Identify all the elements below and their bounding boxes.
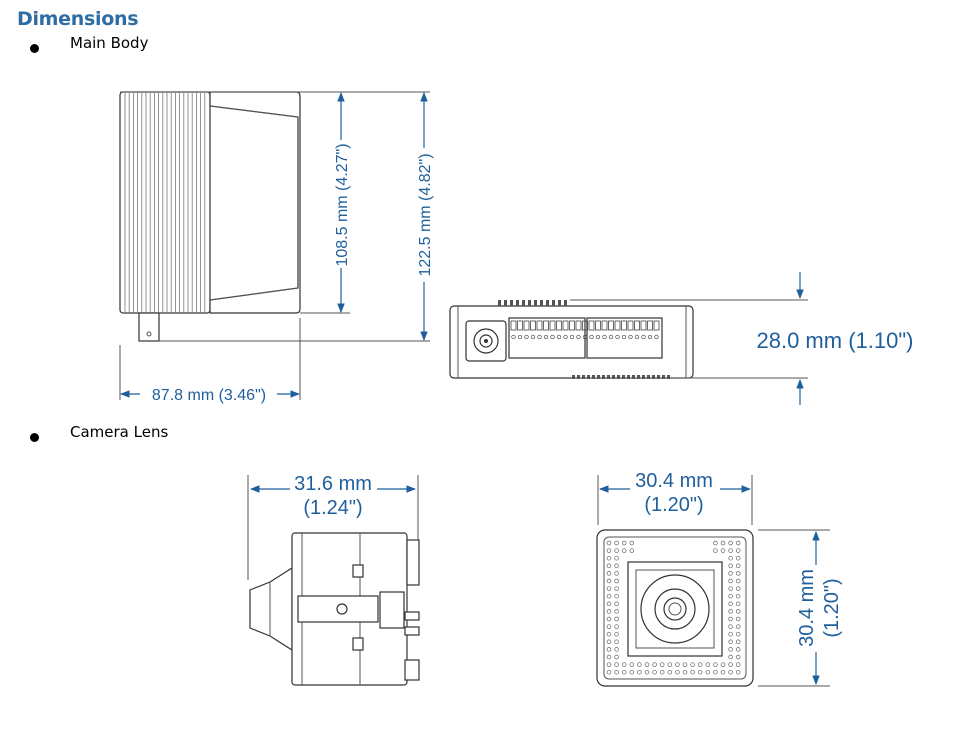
section-camera-lens: Camera Lens xyxy=(30,423,168,442)
section-label: Camera Lens xyxy=(70,423,169,441)
total-height-label: 122.5 mm (4.82") xyxy=(417,153,434,276)
page-title: Dimensions xyxy=(17,8,139,30)
front-width-line1: 30.4 mm xyxy=(635,470,713,492)
side-width-line2: (1.24") xyxy=(303,497,362,519)
bullet-icon xyxy=(30,433,39,442)
main-body-front-view: 28.0 mm (1.10") xyxy=(449,272,914,405)
lens-cone xyxy=(249,566,293,652)
width-label: 87.8 mm (3.46") xyxy=(152,387,266,404)
top-vents xyxy=(498,300,567,306)
front-height-line2: (1.20") xyxy=(821,578,843,637)
section-label: Main Body xyxy=(70,34,149,52)
lens-glass xyxy=(663,597,687,621)
side-connector xyxy=(406,539,420,586)
terminal-block-right xyxy=(586,317,663,359)
front-height-line1: 30.4 mm xyxy=(796,569,818,647)
main-body-side-view: 108.5 mm (4.27") 122.5 mm (4.82") 87.8 m… xyxy=(119,91,434,404)
depth-label: 28.0 mm (1.10") xyxy=(757,328,914,353)
inner-height-label: 108.5 mm (4.27") xyxy=(334,143,351,266)
camera-lens-side-view: 31.6 mm (1.24") xyxy=(247,473,420,686)
bottom-connector xyxy=(138,312,160,342)
camera-lens-front-view: 30.4 mm (1.20") 30.4 mm (1.20") xyxy=(596,470,843,687)
front-width-line2: (1.20") xyxy=(644,494,703,516)
bottom-vents xyxy=(572,375,670,379)
heatsink-fins xyxy=(124,93,206,312)
vent-holes xyxy=(606,540,741,675)
bullet-icon xyxy=(30,44,39,53)
side-width-line1: 31.6 mm xyxy=(294,473,372,495)
section-main-body: Main Body xyxy=(30,34,148,53)
terminal-pins xyxy=(510,320,660,340)
